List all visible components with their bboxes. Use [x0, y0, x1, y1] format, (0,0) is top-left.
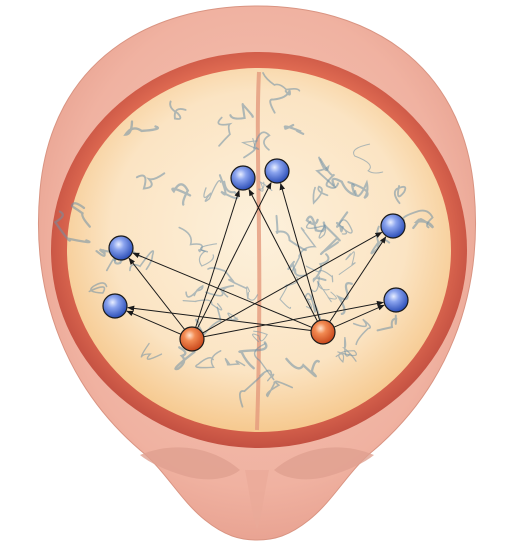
arrow-S2-to-T3	[132, 252, 313, 328]
gyrus-line	[335, 211, 349, 233]
arrow-S2-to-T2	[279, 182, 321, 321]
gyrus-line	[171, 183, 192, 206]
brow-shadow	[274, 447, 374, 480]
gyrus-line	[253, 343, 275, 382]
gyrus-line	[269, 89, 291, 114]
gyrus-line	[275, 214, 307, 252]
gyrus-line	[319, 224, 341, 256]
gyrus-line	[290, 227, 317, 273]
gyrus-line	[262, 72, 301, 92]
gyrus-line	[246, 286, 259, 301]
gyrus-line	[123, 120, 160, 136]
gyrus-line	[205, 284, 235, 298]
brow-shadow	[140, 447, 240, 480]
target-node-T5	[380, 213, 406, 239]
gyrus-line	[283, 123, 305, 135]
gyrus-line	[135, 172, 166, 190]
target-node-T1	[230, 165, 256, 191]
gyrus-line	[217, 116, 233, 147]
gyrus-line	[338, 219, 353, 235]
target-node-T6	[383, 287, 409, 313]
gyrus-line	[341, 336, 357, 362]
gyrus-line	[315, 156, 337, 189]
source-node-S2	[310, 319, 336, 345]
gyrus-line	[241, 137, 260, 150]
gyrus-line	[305, 220, 327, 239]
gyrus-line	[169, 100, 187, 120]
arrow-S2-to-T4	[127, 305, 312, 331]
gyrus-line	[347, 179, 369, 199]
target-node-T3	[108, 235, 134, 261]
gyrus-line	[335, 282, 353, 316]
nose-shadow	[245, 470, 269, 530]
gyrus-line	[287, 260, 307, 277]
gyrus-line	[312, 185, 329, 205]
nodes	[102, 158, 409, 352]
gyrus-line	[252, 330, 268, 343]
source-node-S1	[179, 326, 205, 352]
gyrus-line	[239, 369, 273, 408]
arrow-S2-to-T5	[329, 236, 387, 323]
gyrus-line	[53, 210, 91, 244]
gyrus-line	[195, 350, 222, 369]
gyrus-line	[185, 284, 204, 298]
gyrus-line	[305, 215, 326, 233]
gyrus-line	[70, 202, 91, 228]
arrow-S1-to-T2	[196, 181, 272, 329]
gyrus-line	[140, 342, 163, 360]
arrow-S2-to-T1	[248, 188, 318, 322]
arrow-S2-to-T6	[333, 304, 385, 328]
connections	[126, 181, 387, 338]
gyrus-line	[331, 177, 357, 197]
gyrus-line	[376, 314, 398, 332]
gyrus-line	[402, 209, 434, 229]
gyrus-line	[229, 103, 254, 120]
target-node-T4	[102, 293, 128, 319]
gyrus-line	[393, 185, 407, 205]
gyrus-line	[198, 243, 218, 267]
gyrus-line	[203, 179, 222, 202]
gyrus-line	[174, 346, 196, 371]
gyrus-line	[265, 380, 294, 398]
gyrus-line	[224, 357, 246, 367]
gyrus-line	[335, 350, 358, 364]
gyrus-line	[238, 341, 268, 370]
target-node-T2	[264, 158, 290, 184]
gyrus-line	[316, 280, 337, 303]
gyrus-line	[353, 143, 384, 174]
gyrus-line	[352, 318, 371, 346]
gyrus-line	[338, 251, 356, 275]
gyrus-line	[182, 299, 223, 311]
gyrus-line	[285, 357, 320, 378]
gyrus-line	[312, 253, 330, 283]
arrow-S1-to-T4	[126, 310, 182, 335]
arrow-S1-to-T3	[128, 257, 185, 330]
longitudinal-fissure	[255, 71, 262, 431]
arrow-S1-to-T5	[202, 231, 383, 334]
gyrus-line	[178, 226, 209, 253]
gyrus-line	[88, 282, 108, 294]
arrow-S1-to-T1	[195, 189, 240, 328]
gyrus-line	[305, 265, 334, 283]
gyrus-line	[243, 131, 271, 159]
